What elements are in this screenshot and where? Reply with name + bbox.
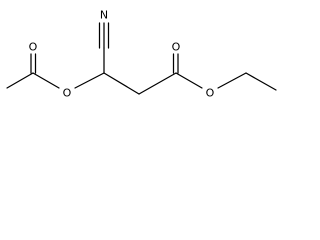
bond-ethyl-ch3	[245, 72, 277, 91]
bond-o-methine	[74, 72, 105, 89]
bonds	[6, 22, 277, 95]
bond-methine-ch2	[103, 72, 140, 95]
bond-ester-c-o	[175, 72, 203, 89]
chemical-structure: N O O O O	[6, 9, 277, 100]
bond-ch2-ester-c	[138, 72, 177, 95]
ester-carbonyl-oxygen-label: O	[172, 41, 181, 54]
acetoxy-oxygen-label: O	[63, 87, 72, 100]
ester-ether-oxygen-label: O	[206, 87, 215, 100]
atom-labels: N O O O O	[29, 9, 215, 100]
bond-acetyl-c-o	[32, 72, 60, 89]
nitrile-nitrogen-label: N	[100, 9, 108, 22]
bond-ch3-acetyl-c	[6, 72, 34, 89]
acetyl-carbonyl-oxygen-label: O	[29, 41, 38, 54]
bond-o-ethyl-ch2	[217, 72, 247, 89]
